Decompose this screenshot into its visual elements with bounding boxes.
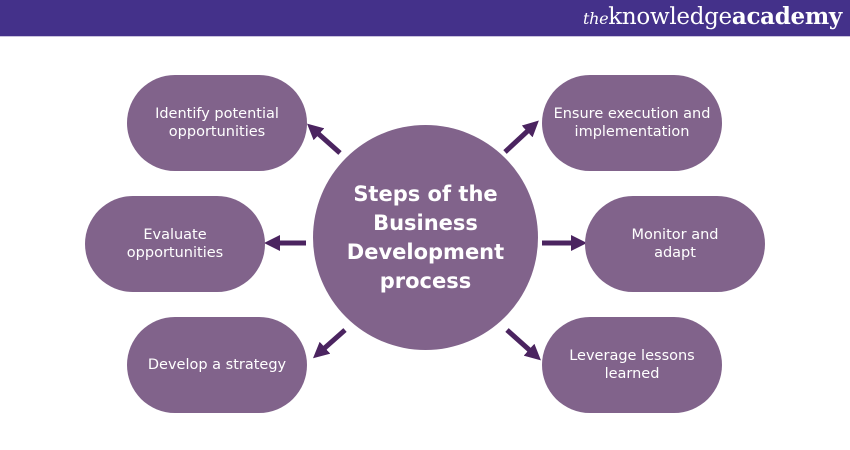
step-node-leverage: Leverage lessons learned: [542, 317, 722, 413]
header-bar: theknowledgeacademy: [0, 0, 850, 37]
arrow-to-develop: [313, 328, 347, 359]
central-topic: Steps of the Business Development proces…: [313, 125, 538, 350]
step-label: Evaluate opportunities: [126, 227, 224, 261]
step-node-identify: Identify potential opportunities: [127, 75, 307, 171]
arrow-to-ensure: [503, 120, 539, 154]
step-label: Identify potential opportunities: [155, 106, 279, 140]
step-node-ensure: Ensure execution and implementation: [542, 75, 722, 171]
step-node-evaluate: Evaluate opportunities: [85, 196, 265, 292]
logo-academy: academy: [731, 3, 842, 30]
central-title: Steps of the Business Development proces…: [346, 181, 505, 293]
step-label: Monitor and adapt: [631, 227, 719, 261]
arrow-to-identify: [307, 123, 342, 155]
logo-prefix: the: [582, 9, 609, 28]
arrow-to-leverage: [505, 328, 541, 361]
brand-logo: theknowledgeacademy: [583, 3, 842, 30]
step-label: Ensure execution and implementation: [553, 106, 711, 140]
step-node-develop: Develop a strategy: [127, 317, 307, 413]
step-node-monitor: Monitor and adapt: [585, 196, 765, 292]
step-label: Develop a strategy: [147, 357, 287, 373]
step-label: Leverage lessons learned: [569, 348, 695, 382]
logo-knowledge: knowledge: [608, 4, 732, 30]
